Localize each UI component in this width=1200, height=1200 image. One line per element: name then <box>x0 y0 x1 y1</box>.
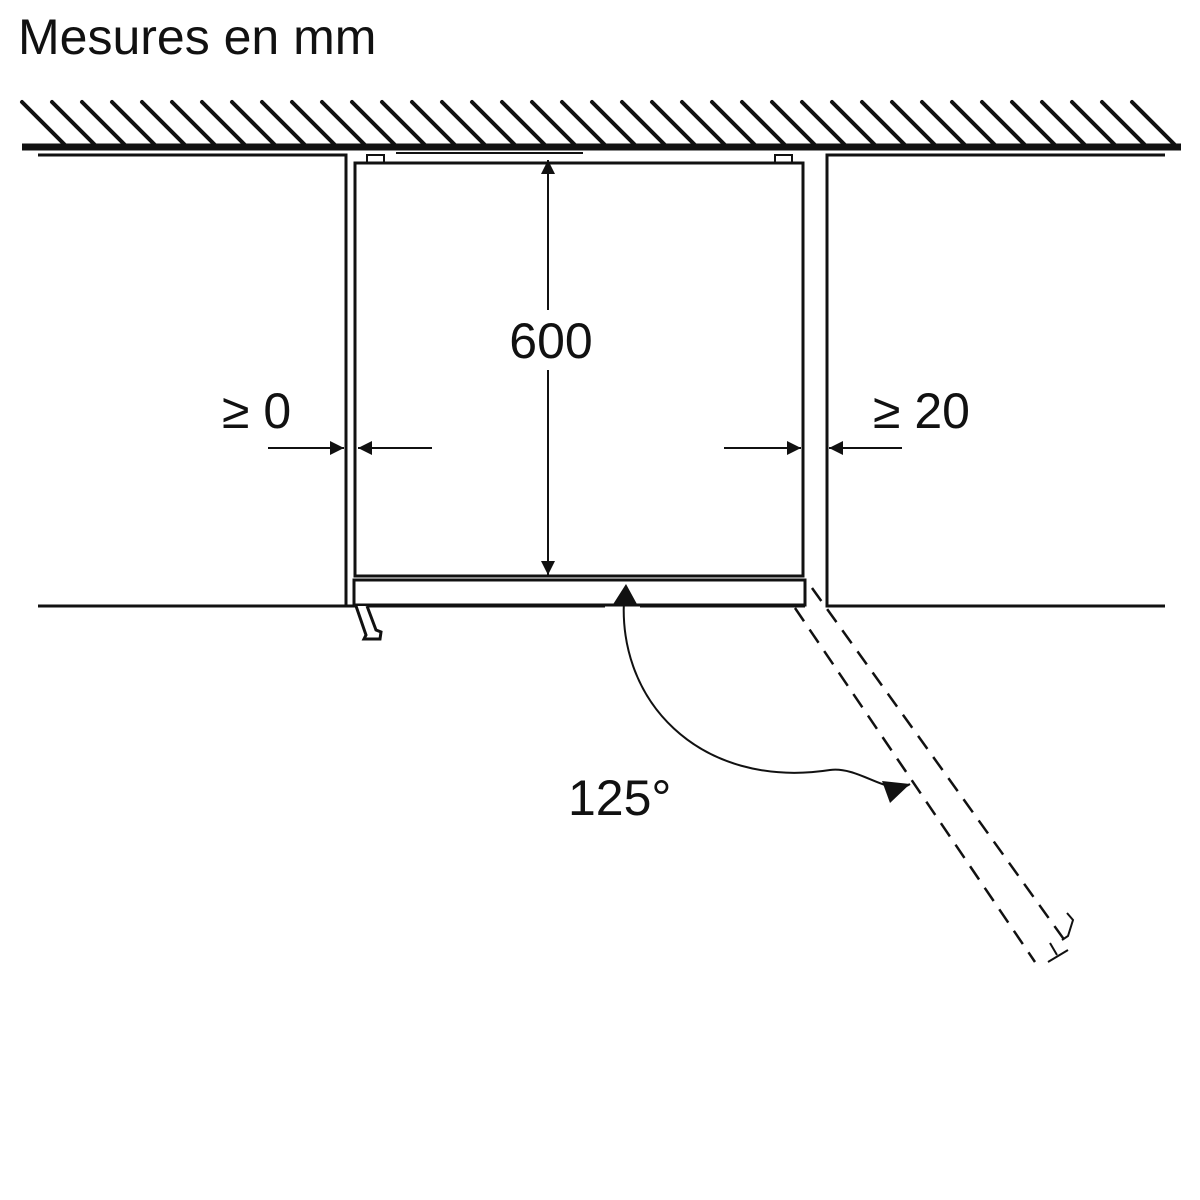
opened-door-outline <box>793 587 1070 963</box>
right-gap-label: ≥ 20 <box>873 383 970 439</box>
left-gap-label: ≥ 0 <box>222 383 291 439</box>
spacer-left <box>366 154 385 164</box>
appliance-body <box>353 161 805 578</box>
depth-label: 600 <box>509 313 592 369</box>
left-cabinet <box>38 153 348 608</box>
door-angle-label: 125° <box>568 770 671 826</box>
appliance-door <box>352 578 807 607</box>
door-angle-arc <box>622 587 911 789</box>
wall-hatching <box>20 100 1178 148</box>
door-handle <box>354 605 383 641</box>
spacer-right <box>774 154 793 164</box>
right-cabinet <box>825 153 1165 608</box>
drawing-title: Mesures en mm <box>18 9 377 65</box>
